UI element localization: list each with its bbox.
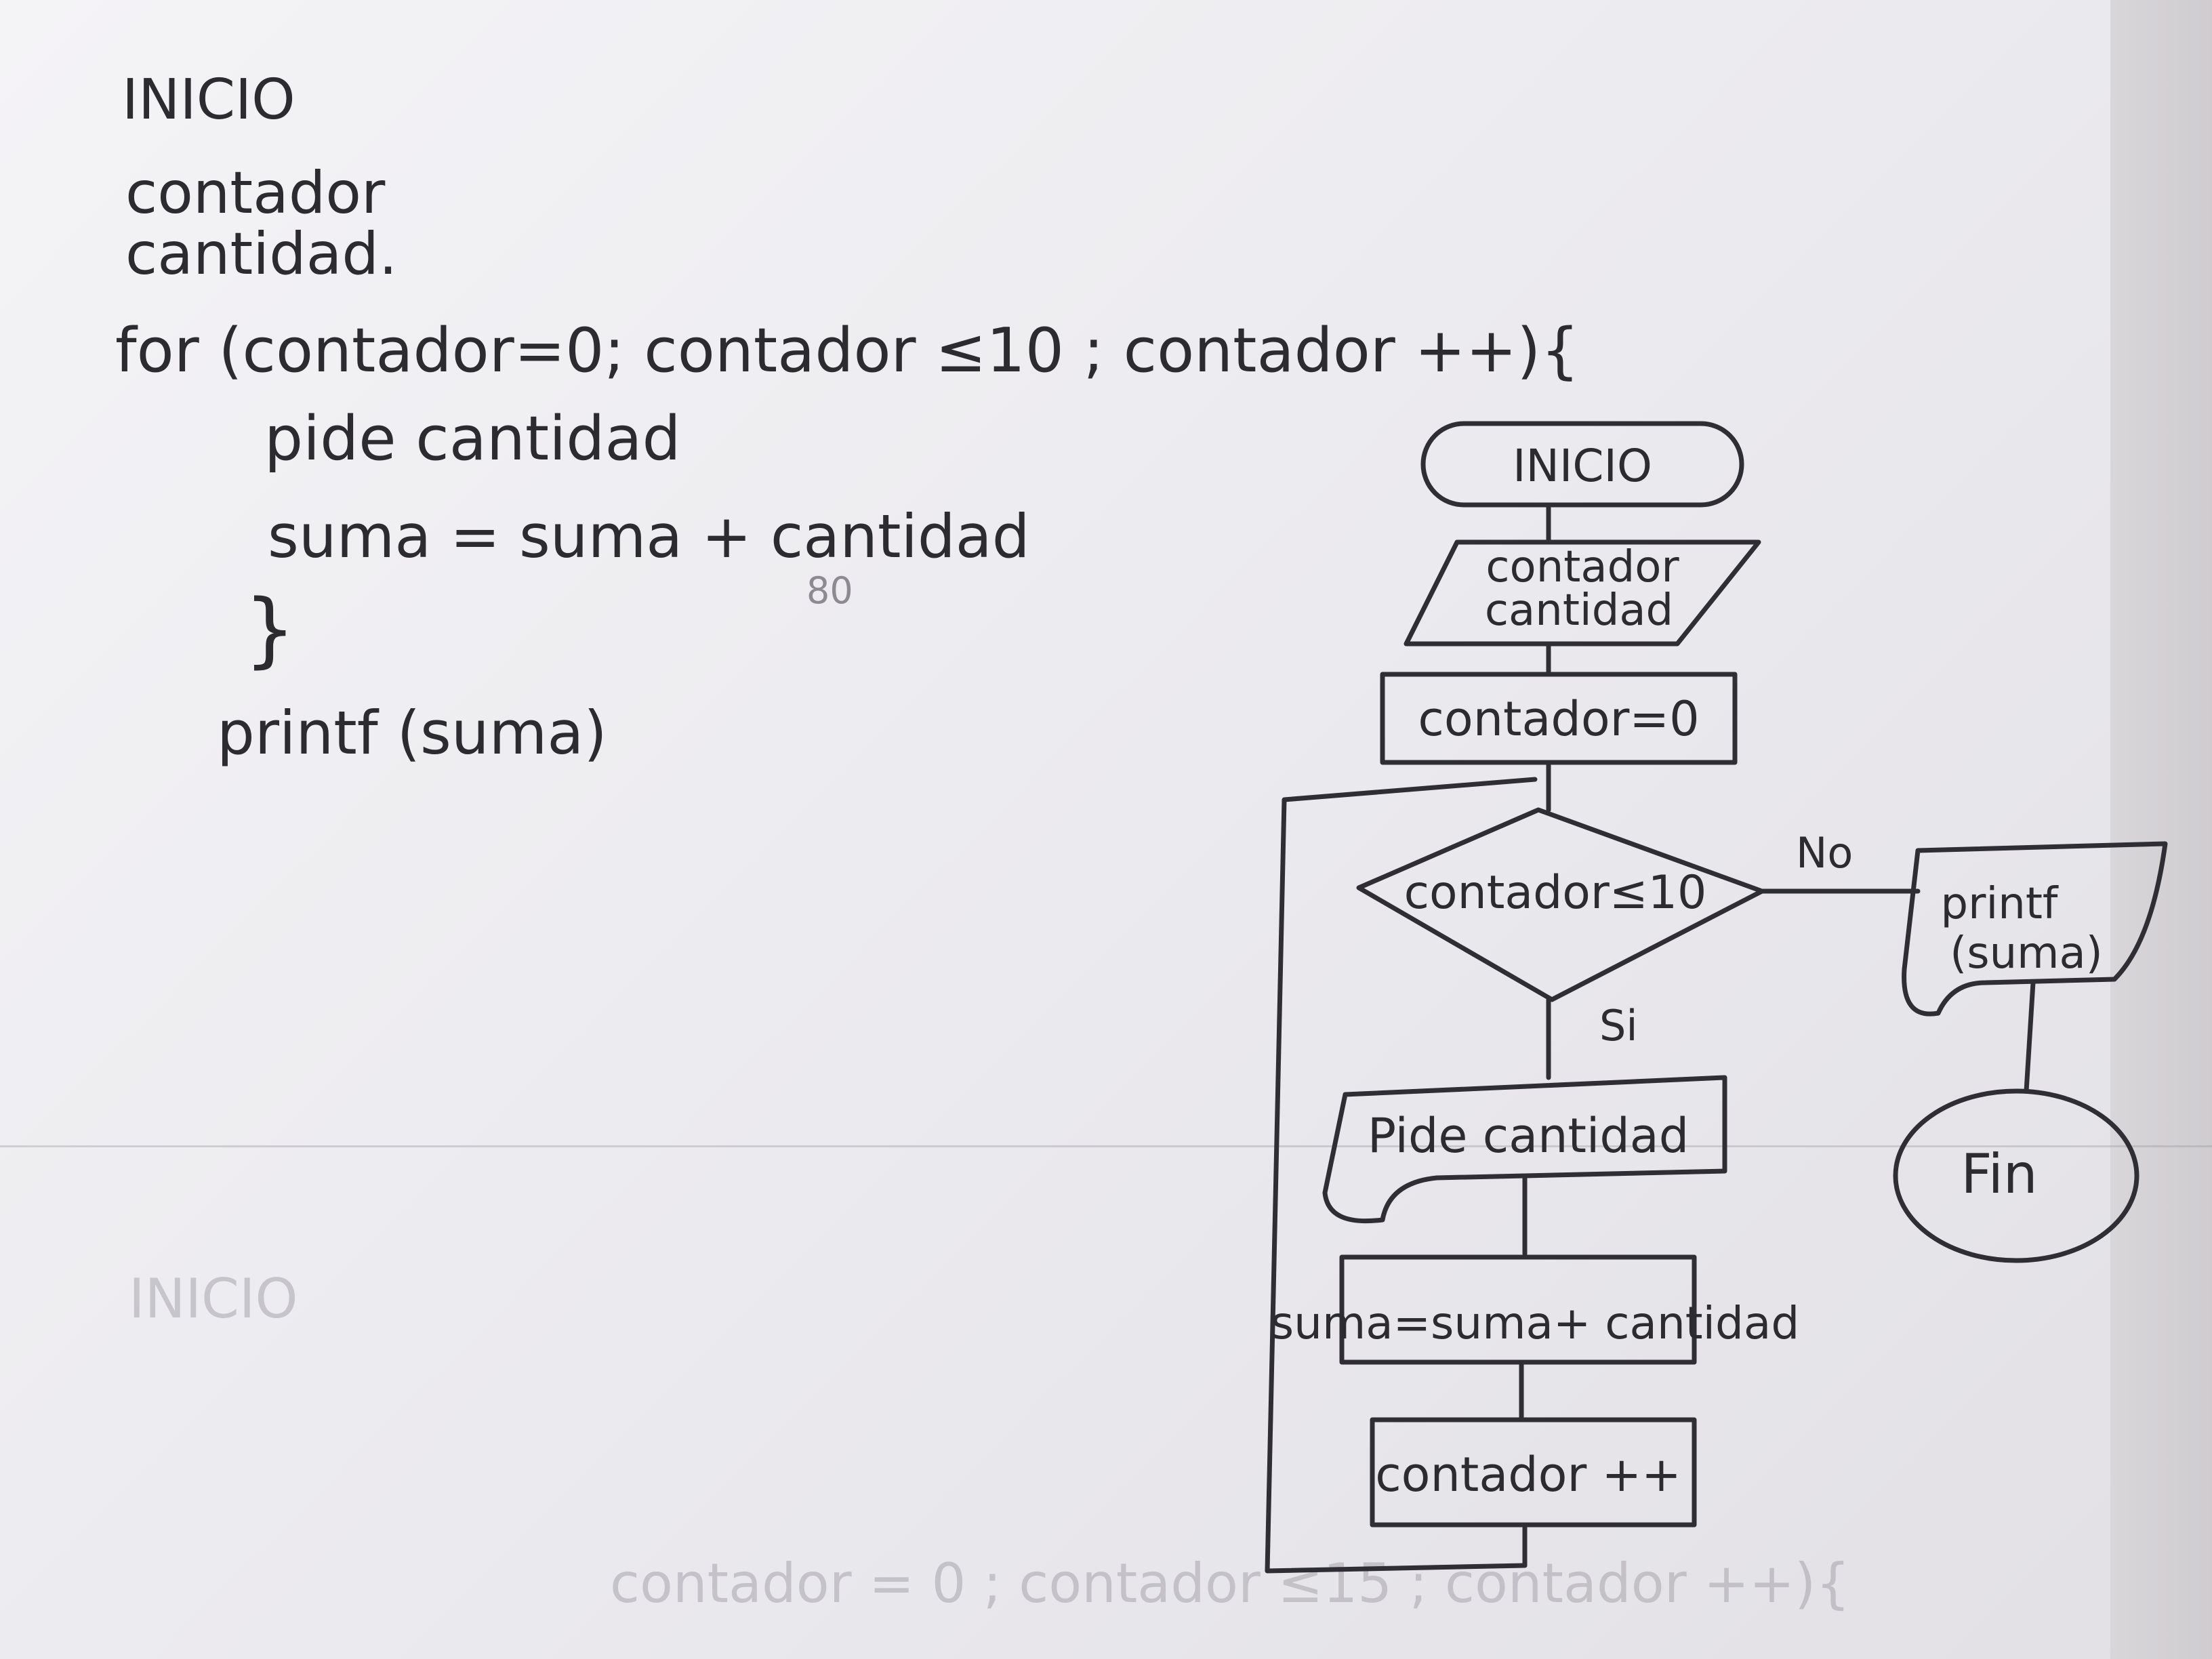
pseudocode-line-for: for (contador=0; contador ≤10 ; contador… <box>115 315 1580 386</box>
decision-si-label: Si <box>1599 1001 1638 1050</box>
start-label: INICIO <box>1513 440 1652 492</box>
show-through-text: contador = 0 ; contador ≤15 ; contador +… <box>610 1552 1851 1615</box>
assign-process-box <box>1339 1254 1697 1365</box>
paper-edge <box>2110 0 2212 1659</box>
pseudocode-line-inicio: INICIO <box>122 68 295 132</box>
end-terminal <box>1893 1088 2139 1263</box>
end-label: Fin <box>1961 1143 2037 1206</box>
show-through-text: INICIO <box>129 1267 298 1330</box>
init-process-box <box>1380 672 1738 765</box>
start-terminal <box>1420 421 1744 508</box>
increment-label: contador ++ <box>1375 1447 1681 1502</box>
output-label-printf: printf <box>1941 879 2059 929</box>
decision-no-label: No <box>1796 828 1853 878</box>
init-label: contador=0 <box>1418 691 1699 747</box>
paper-fold <box>0 1145 2212 1147</box>
output-label-suma: (suma) <box>1950 928 2102 979</box>
pseudocode-line-suma: suma = suma + cantidad <box>268 501 1030 571</box>
read-input-shape <box>1322 1075 1727 1224</box>
input-label-cantidad: cantidad <box>1485 586 1673 636</box>
increment-process-box <box>1370 1417 1697 1528</box>
pseudocode-line-contador: contador <box>125 159 386 227</box>
pseudocode-line-printf: printf (suma) <box>217 698 607 768</box>
pseudocode-line-pide: pide cantidad <box>264 403 681 474</box>
output-document <box>1902 841 2168 1017</box>
assign-label: suma=suma+ cantidad <box>1271 1297 1800 1349</box>
input-parallelogram <box>1404 539 1761 647</box>
read-label: Pide cantidad <box>1368 1108 1689 1164</box>
decision-diamond <box>1356 807 1765 1002</box>
input-label-contador: contador <box>1486 542 1679 592</box>
decision-label: contador≤10 <box>1404 866 1707 920</box>
connectors <box>1265 502 2036 1574</box>
margin-mark: 80 <box>806 569 853 612</box>
pseudocode-line-cantidad: cantidad. <box>125 220 398 288</box>
pseudocode-line-close-brace: } <box>244 583 296 677</box>
